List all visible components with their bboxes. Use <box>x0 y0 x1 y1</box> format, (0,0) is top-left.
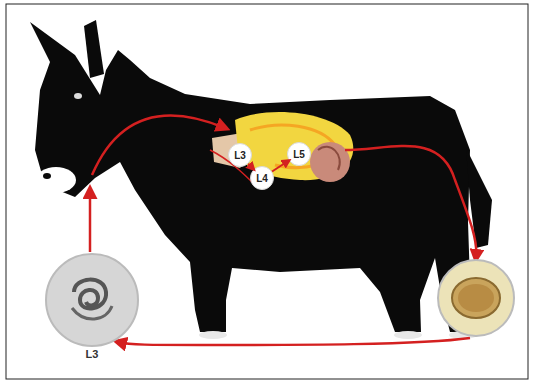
stage-label: L5 <box>293 149 305 160</box>
larva-outline <box>44 252 140 364</box>
cycle-arrows <box>90 116 476 345</box>
stage-circle: L4 <box>250 166 274 190</box>
organs <box>212 112 353 182</box>
stage-label: L3 <box>234 150 246 161</box>
larva-circle: L3 <box>44 252 140 364</box>
development-arrow <box>248 164 253 170</box>
frame <box>6 4 528 379</box>
stage-circle: L3 <box>228 143 252 167</box>
stage-label: L3 <box>44 348 140 360</box>
development-arrow <box>272 161 289 172</box>
stage-label: L4 <box>256 173 268 184</box>
stage-circle: L5 <box>287 142 311 166</box>
egg-circle <box>438 260 514 336</box>
